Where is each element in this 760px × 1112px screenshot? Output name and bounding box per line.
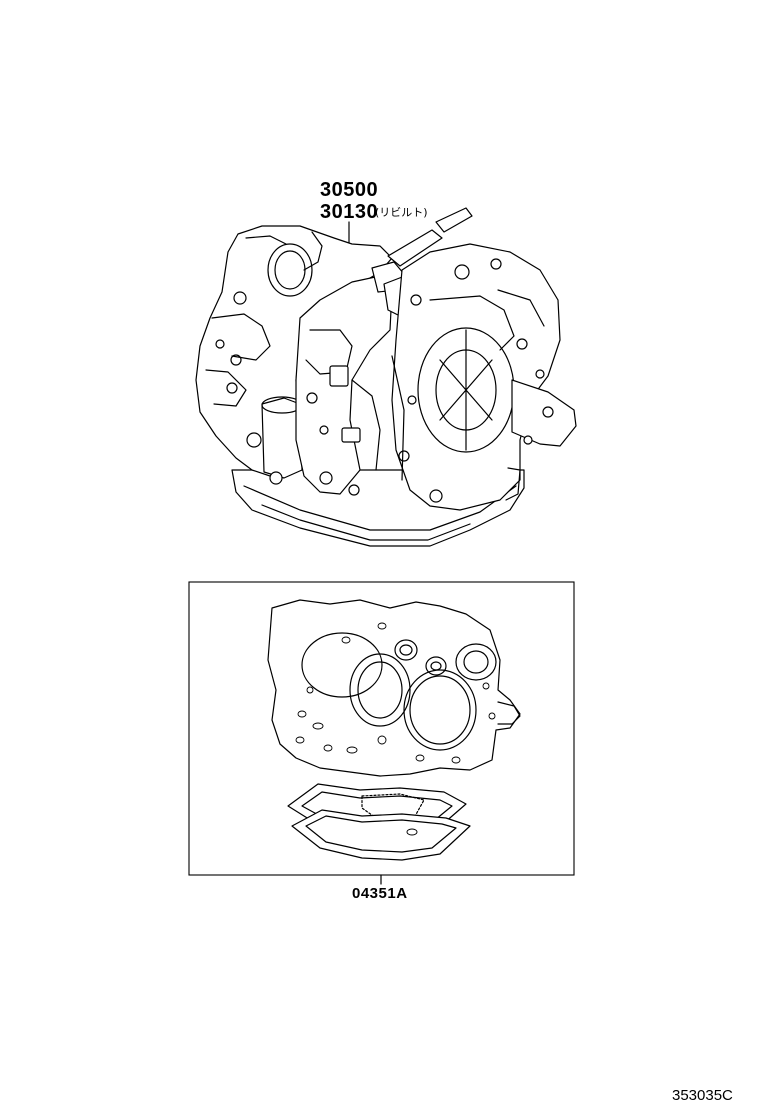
part-number-30130: 30130: [320, 201, 379, 223]
rebuilt-note: (リビルト): [375, 206, 428, 219]
gasket-kit-illustration: [267, 599, 521, 861]
transmission-assembly-illustration: [195, 207, 577, 547]
diagram-reference-code: 353035C: [672, 1087, 733, 1104]
part-number-04351a: 04351A: [352, 885, 408, 902]
part-number-30500: 30500: [320, 179, 379, 201]
